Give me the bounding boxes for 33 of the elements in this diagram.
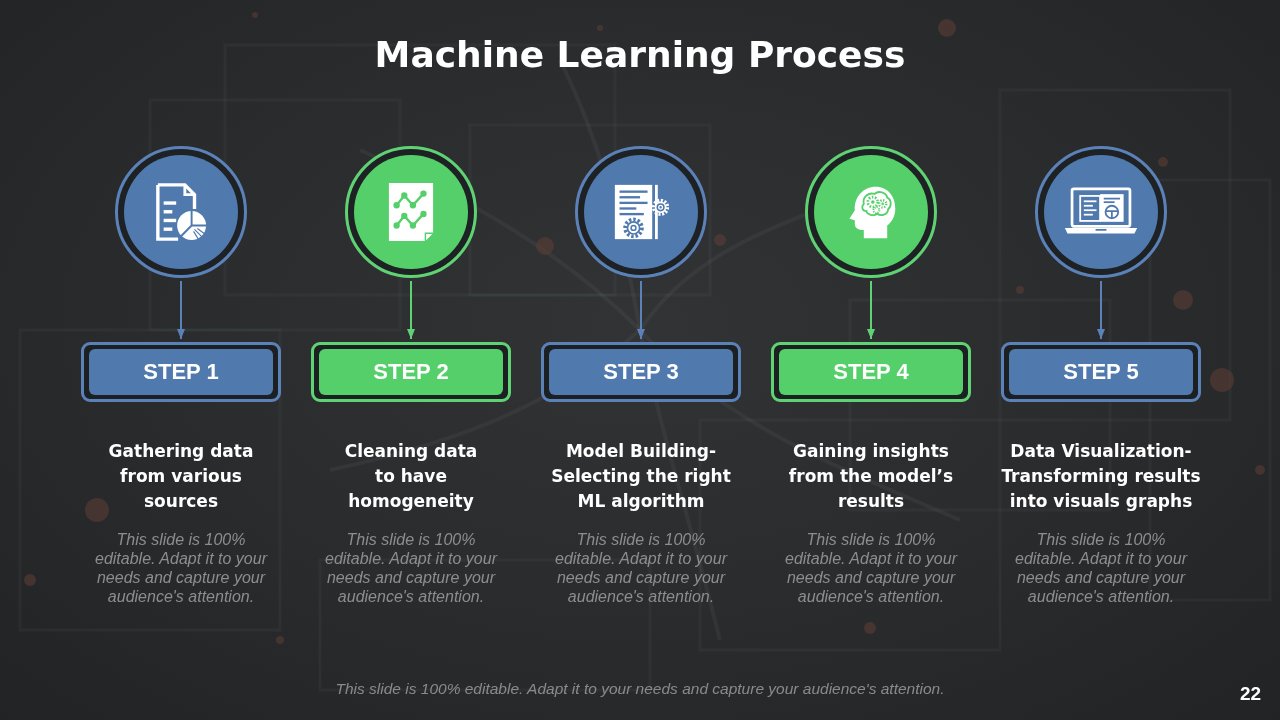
step-description: This slide is 100% editable. Adapt it to your needs and capture your audience's attention. — [94, 530, 269, 606]
step-description: This slide is 100% editable. Adapt it to your needs and capture your audience's attention. — [784, 530, 959, 606]
step-box — [541, 342, 741, 402]
arrow — [867, 280, 875, 340]
step-label: STEP 3 — [549, 349, 733, 395]
step-description: This slide is 100% editable. Adapt it to your needs and capture your audience's attention. — [324, 530, 499, 606]
arrow — [637, 280, 645, 340]
step-box — [1001, 342, 1201, 402]
step-label: STEP 5 — [1009, 349, 1193, 395]
step-label: STEP 2 — [319, 349, 503, 395]
step-box — [311, 342, 511, 402]
arrow — [407, 280, 415, 340]
icon-circle — [575, 146, 707, 278]
slide-title: Machine Learning Process — [374, 33, 906, 77]
step-heading: Cleaning data to have homogeneity — [343, 440, 479, 513]
step-label: STEP 4 — [779, 349, 963, 395]
step-description: This slide is 100% editable. Adapt it to your needs and capture your audience's attention. — [554, 530, 729, 606]
arrow — [1097, 280, 1105, 340]
icon-circle — [1035, 146, 1167, 278]
icon-circle — [115, 146, 247, 278]
step-box — [771, 342, 971, 402]
page-number: 22 — [1240, 683, 1262, 705]
step-label: STEP 1 — [89, 349, 273, 395]
arrow — [177, 280, 185, 340]
step-heading: Model Building- Selecting the right ML algorithm — [550, 440, 732, 513]
step-heading: Gaining insights from the model’s results — [787, 440, 955, 513]
step-heading: Data Visualization- Transforming results into visuals graphs — [1000, 440, 1202, 513]
icon-circle — [805, 146, 937, 278]
footer-note: This slide is 100% editable. Adapt it to your needs and capture your audience's attention. — [335, 679, 945, 699]
icon-circle — [345, 146, 477, 278]
step-box — [81, 342, 281, 402]
step-heading: Gathering data from various sources — [107, 440, 255, 513]
step-description: This slide is 100% editable. Adapt it to your needs and capture your audience's attention. — [1014, 530, 1189, 606]
